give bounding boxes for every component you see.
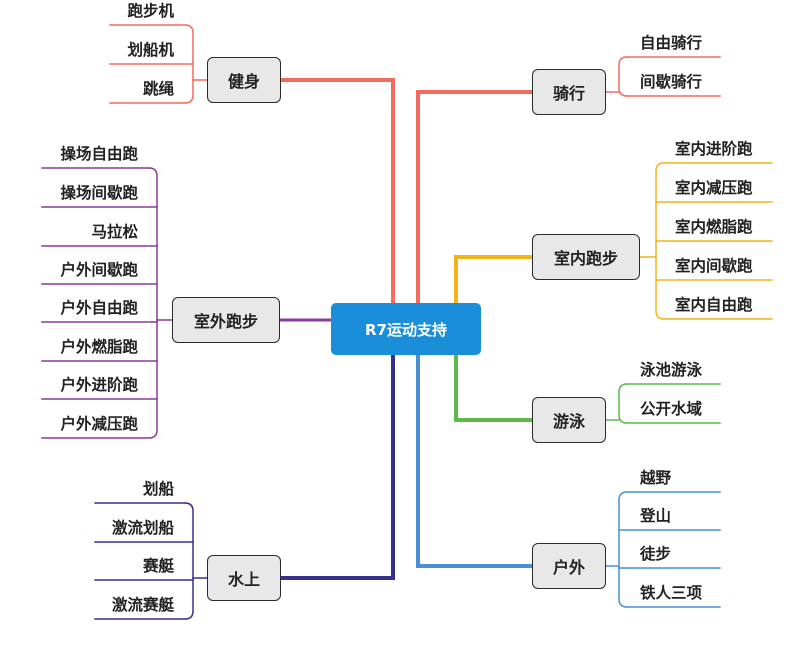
- leaf-jianshen-1[interactable]: 划船机: [127, 41, 174, 59]
- leaf-shinei-1[interactable]: 室内减压跑: [675, 179, 753, 197]
- leaf-huwai-0[interactable]: 越野: [640, 469, 672, 487]
- leaf-shiwai-7[interactable]: 户外减压跑: [60, 415, 138, 433]
- branch-shiwai[interactable]: 室外跑步: [172, 297, 280, 343]
- leaf-shiwai-2[interactable]: 马拉松: [91, 223, 138, 241]
- leaf-shuishang-0[interactable]: 划船: [142, 480, 174, 498]
- branch-huwai[interactable]: 户外: [532, 543, 606, 589]
- leaf-huwai-2[interactable]: 徒步: [640, 545, 672, 563]
- leaf-shiwai-0[interactable]: 操场自由跑: [60, 145, 138, 163]
- leaf-shuishang-3[interactable]: 激流赛艇: [111, 596, 174, 614]
- leaf-jianshen-0[interactable]: 跑步机: [127, 2, 174, 20]
- leaf-shuishang-2[interactable]: 赛艇: [142, 557, 174, 575]
- branch-youyong[interactable]: 游泳: [532, 397, 606, 443]
- connector-shinei: [454, 255, 532, 303]
- leaf-shiwai-5[interactable]: 户外燃脂跑: [60, 338, 138, 356]
- connector-shuishang: [281, 355, 395, 580]
- connector-youyong: [454, 355, 532, 422]
- bracket-qixing: [618, 56, 628, 97]
- connector-qixing: [416, 90, 532, 303]
- bracket-shuishang: [184, 502, 194, 620]
- leaf-huwai-1[interactable]: 登山: [640, 507, 672, 525]
- leaf-shuishang-1[interactable]: 激流划船: [111, 519, 174, 537]
- branch-qixing[interactable]: 骑行: [532, 69, 606, 115]
- leaf-shinei-2[interactable]: 室内燃脂跑: [675, 218, 753, 236]
- leaf-qixing-1[interactable]: 间歇骑行: [640, 73, 703, 91]
- leaf-youyong-1[interactable]: 公开水域: [640, 400, 703, 418]
- bracket-shiwai: [148, 167, 158, 439]
- leaf-shiwai-3[interactable]: 户外间歇跑: [60, 261, 138, 279]
- branch-jianshen[interactable]: 健身: [207, 57, 281, 103]
- connector-jianshen: [281, 78, 395, 303]
- leaf-shiwai-1[interactable]: 操场间歇跑: [60, 184, 138, 202]
- leaf-youyong-0[interactable]: 泳池游泳: [640, 361, 703, 379]
- branch-shinei[interactable]: 室内跑步: [532, 234, 640, 280]
- bracket-huwai: [618, 491, 628, 608]
- leaf-shinei-4[interactable]: 室内自由跑: [675, 296, 753, 314]
- leaf-shinei-0[interactable]: 室内进阶跑: [675, 140, 753, 158]
- leaf-huwai-3[interactable]: 铁人三项: [640, 584, 703, 602]
- leaf-shinei-3[interactable]: 室内间歇跑: [675, 257, 753, 275]
- leaf-shiwai-4[interactable]: 户外自由跑: [60, 299, 138, 317]
- leaf-shiwai-6[interactable]: 户外进阶跑: [60, 376, 138, 394]
- bracket-youyong: [618, 383, 628, 424]
- root-node[interactable]: R7运动支持: [331, 303, 481, 355]
- connector-huwai: [416, 355, 532, 568]
- leaf-qixing-0[interactable]: 自由骑行: [640, 34, 703, 52]
- leaf-jianshen-2[interactable]: 跳绳: [142, 80, 174, 98]
- branch-shuishang[interactable]: 水上: [207, 555, 281, 601]
